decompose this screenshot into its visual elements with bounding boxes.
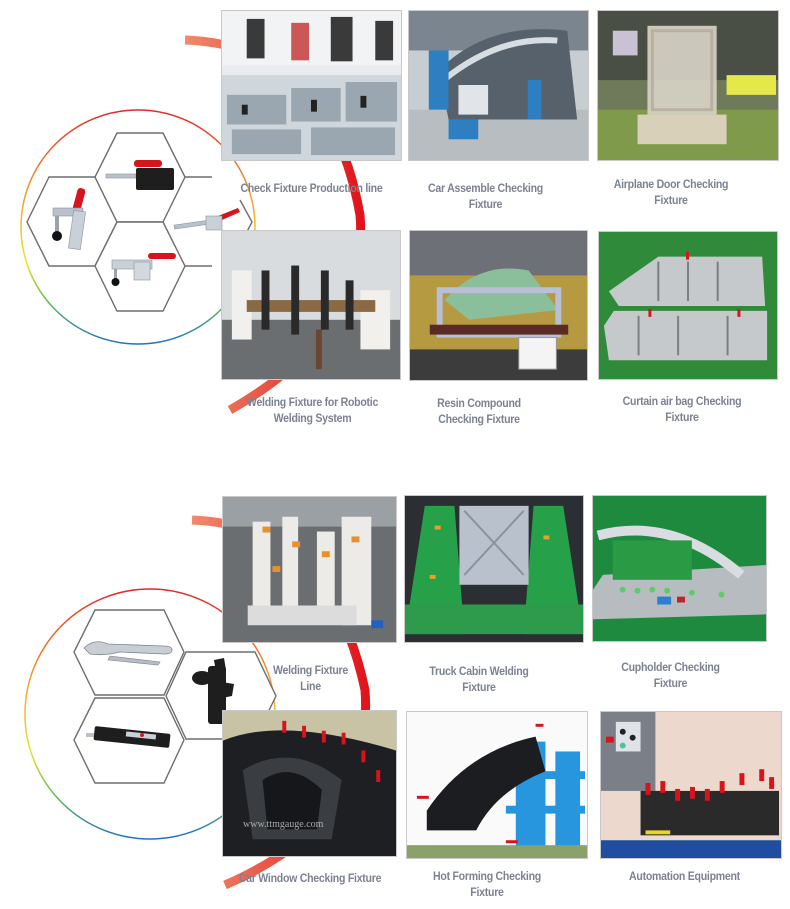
caption-truck-cabin-welding-fixture: Truck Cabin Welding Fixture	[429, 664, 529, 694]
caption-resin-compound-checking-fixture: Resin Compound Checking Fixture	[437, 396, 521, 426]
watermark-text: www.ttmgauge.com	[243, 819, 324, 830]
push-pull-toggle-clamp-icon	[105, 160, 174, 190]
photo-resin-compound-checking-fixture[interactable]	[409, 230, 588, 381]
latch-toggle-clamp-icon	[173, 208, 240, 231]
photo-automation-equipment[interactable]	[600, 711, 782, 859]
caption-automation-equipment: Automation Equipment	[629, 869, 740, 883]
rainbow-ring-section-1	[20, 109, 256, 345]
caption-cupholder-checking-fixture: Cupholder Checking Fixture	[621, 660, 720, 690]
photo-check-fixture-production-line[interactable]	[221, 10, 402, 161]
caption-welding-fixture-line: Welding Fixture Line	[272, 663, 349, 693]
caption-car-assemble-checking-fixture: Car Assemble Checking Fixture	[428, 181, 543, 211]
photo-car-assemble-checking-fixture[interactable]	[408, 10, 589, 161]
caption-curtain-air-bag-checking-fixture: Curtain air bag Checking Fixture	[622, 394, 742, 424]
caption-airplane-door-checking-fixture: Airplane Door Checking Fixture	[613, 177, 729, 207]
photo-curtain-air-bag-checking-fixture[interactable]	[598, 231, 778, 380]
caption-hot-forming-checking-fixture: Hot Forming Checking Fixture	[433, 869, 541, 899]
locking-pliers-icon	[83, 641, 173, 666]
heavy-duty-hold-down-clamp-icon	[192, 658, 234, 724]
photo-car-window-checking-fixture[interactable]: www.ttmgauge.com	[222, 710, 397, 857]
photo-welding-fixture-robotic-welding-system[interactable]	[221, 230, 401, 380]
photo-welding-fixture-line[interactable]	[222, 496, 397, 643]
pneumatic-clamp-icon	[86, 726, 171, 748]
caption-welding-fixture-robotic-welding-system: Welding Fixture for Robotic Welding Syst…	[246, 395, 379, 425]
caption-car-window-checking-fixture: Car Window Checking Fixture	[238, 871, 382, 885]
photo-airplane-door-checking-fixture[interactable]	[597, 10, 779, 161]
horizontal-toggle-clamp-icon	[111, 253, 176, 286]
caption-check-fixture-production-line: Check Fixture Production line	[240, 181, 383, 195]
photo-truck-cabin-welding-fixture[interactable]	[404, 495, 584, 643]
photo-hot-forming-checking-fixture[interactable]	[406, 711, 588, 859]
photo-cupholder-checking-fixture[interactable]	[592, 495, 767, 642]
vertical-toggle-clamp-icon	[52, 188, 86, 250]
